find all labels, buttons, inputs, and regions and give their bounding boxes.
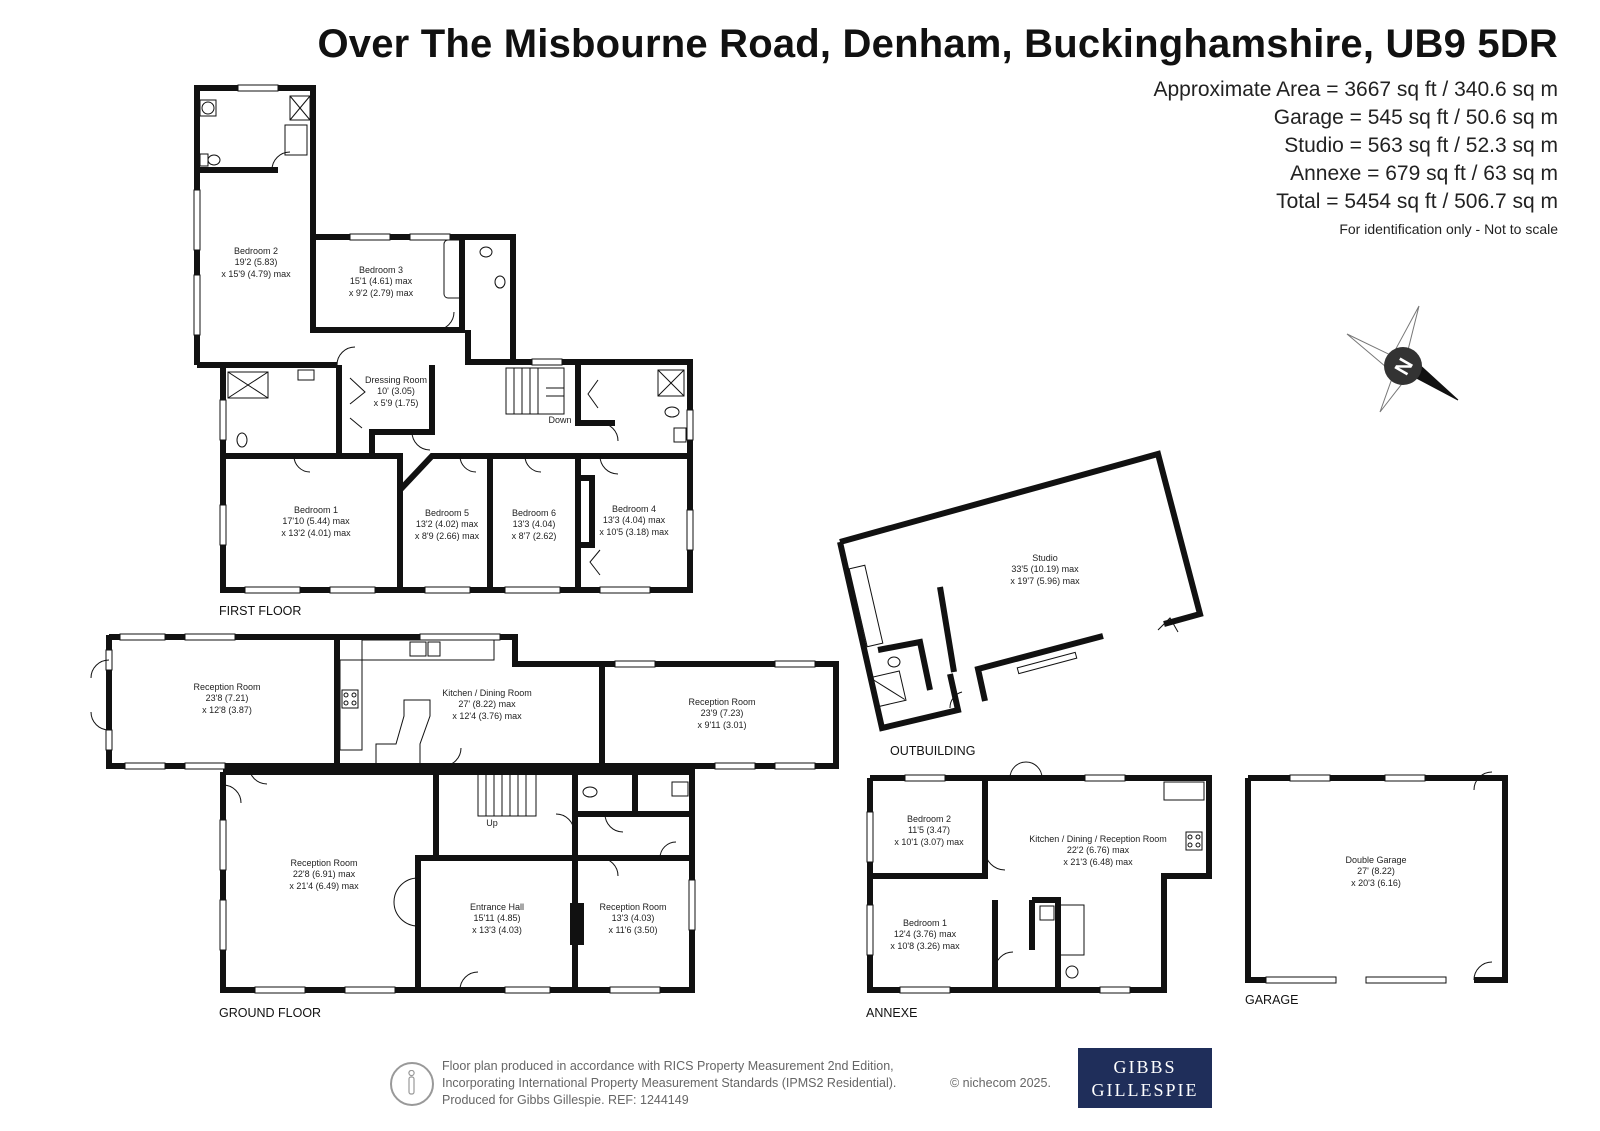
area-garage: Garage = 545 sq ft / 50.6 sq m — [1273, 106, 1558, 129]
identification-note: For identification only - Not to scale — [1339, 221, 1558, 237]
footer-line-3: Produced for Gibbs Gillespie. REF: 12441… — [442, 1093, 689, 1107]
footer-copyright: © nichecom 2025. — [950, 1076, 1051, 1090]
area-total: Total = 5454 sq ft / 506.7 sq m — [1276, 190, 1558, 213]
footer-line-1: Floor plan produced in accordance with R… — [442, 1059, 894, 1073]
stairs-down-label: Down — [548, 415, 571, 425]
gibbs-gillespie-logo: GIBBS GILLESPIE — [1078, 1048, 1212, 1108]
annexe-walls — [867, 775, 1212, 993]
area-approximate: Approximate Area = 3667 sq ft / 340.6 sq… — [1153, 78, 1559, 101]
outbuilding-walls — [837, 450, 1204, 732]
floor-label-outbuilding: OUTBUILDING — [890, 744, 975, 758]
garage-walls — [1245, 775, 1508, 983]
floor-label-ground: GROUND FLOOR — [219, 1006, 321, 1020]
area-annexe: Annexe = 679 sq ft / 63 sq m — [1290, 162, 1558, 185]
page-title: Over The Misbourne Road, Denham, Bucking… — [317, 22, 1558, 66]
doors — [90, 151, 1493, 991]
compass-icon: N — [1346, 305, 1459, 413]
windows — [105, 84, 1447, 994]
fixtures — [199, 95, 1205, 979]
area-studio: Studio = 563 sq ft / 52.3 sq m — [1284, 134, 1558, 157]
area-summary: Approximate Area = 3667 sq ft / 340.6 sq… — [1154, 76, 1559, 240]
floor-label-first: FIRST FLOOR — [219, 604, 301, 618]
ipms-person-icon — [390, 1062, 434, 1106]
floor-label-garage: GARAGE — [1245, 993, 1299, 1007]
floor-label-annexe: ANNEXE — [866, 1006, 917, 1020]
footer-line-2: Incorporating International Property Mea… — [442, 1076, 897, 1090]
logo-line-2: GILLESPIE — [1091, 1080, 1199, 1100]
footer-statement: Floor plan produced in accordance with R… — [442, 1058, 896, 1109]
stairs-up-label: Up — [486, 818, 498, 828]
footer: Floor plan produced in accordance with R… — [390, 1058, 1270, 1114]
logo-line-1: GIBBS — [1113, 1057, 1177, 1077]
